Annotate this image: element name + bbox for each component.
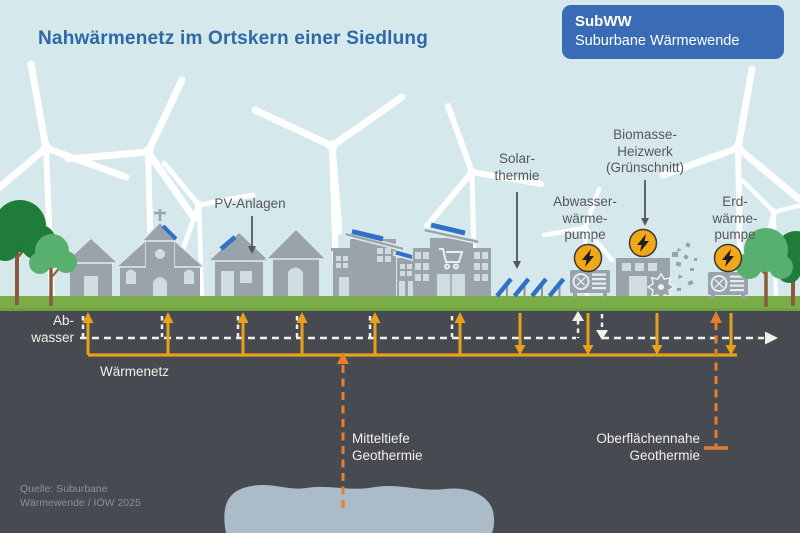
trees-right bbox=[736, 228, 800, 307]
gable-house bbox=[62, 236, 120, 300]
source-credit: Quelle: Suburbane Wärmewende / IÖW 2025 bbox=[20, 483, 141, 510]
arrow-up-icon bbox=[369, 312, 381, 323]
energy-badge-geothermal bbox=[713, 243, 743, 273]
logo-subtitle: Suburbane Wärmewende bbox=[575, 33, 740, 50]
shopping-cart-icon bbox=[439, 248, 464, 270]
label-arrows bbox=[248, 180, 649, 269]
arrow-down-icon bbox=[582, 345, 594, 355]
arrow-right-icon bbox=[765, 331, 778, 345]
gable-house bbox=[264, 227, 328, 300]
label-waermenetz: Wärmenetz bbox=[100, 364, 170, 379]
arrow-up-icon bbox=[296, 312, 308, 323]
logo-title: SubWW bbox=[575, 13, 632, 30]
wastewater-heat-pump-unit bbox=[570, 270, 610, 297]
arrow-down-icon bbox=[651, 345, 663, 355]
solar-thermal-collectors bbox=[495, 277, 566, 298]
arrow-down-icon bbox=[725, 345, 737, 355]
energy-badge-biomass bbox=[628, 228, 658, 258]
arrow-down-icon bbox=[513, 261, 521, 269]
wind-turbines bbox=[0, 60, 800, 303]
wastewater-arrowheads bbox=[572, 311, 778, 345]
energy-badges bbox=[573, 228, 743, 273]
page-title: Nahwärmenetz im Ortskern einer Siedlung bbox=[38, 28, 429, 49]
pv-panel bbox=[351, 229, 384, 242]
logo-badge: SubWW Suburbane Wärmewende bbox=[562, 5, 784, 59]
arrow-up-icon bbox=[337, 352, 349, 364]
arrow-up-icon bbox=[82, 312, 94, 323]
label-oberflaechennahe-geothermie: Oberflächennahe Geothermie bbox=[596, 431, 700, 463]
label-abwasser: Ab- wasser bbox=[31, 313, 74, 345]
heat-network-arrowheads bbox=[82, 312, 737, 355]
arrow-up-icon bbox=[572, 311, 584, 321]
arrow-down-icon bbox=[596, 330, 608, 340]
pv-panel bbox=[395, 250, 413, 259]
arrow-up-icon bbox=[237, 312, 249, 323]
green-waste-debris bbox=[672, 242, 697, 291]
arrow-down-icon bbox=[641, 218, 649, 226]
pv-panel bbox=[161, 224, 178, 241]
pv-panel bbox=[219, 235, 237, 251]
wastewater-network bbox=[80, 314, 764, 340]
aquifer bbox=[224, 485, 495, 533]
supermarket bbox=[413, 222, 491, 300]
energy-badge-wastewater bbox=[573, 243, 603, 273]
label-abwasserwaermepumpe: Abwasser- wärme- pumpe bbox=[553, 194, 617, 243]
arrow-down-icon bbox=[248, 246, 256, 254]
fan-icon bbox=[710, 275, 728, 292]
arrow-up-icon bbox=[454, 312, 466, 323]
pv-panel bbox=[430, 222, 466, 236]
fan-icon bbox=[572, 273, 590, 290]
buildings bbox=[62, 209, 697, 302]
grass-strip bbox=[0, 296, 800, 311]
grass-shadow-edge bbox=[0, 308, 800, 311]
ground-heat-pump-unit bbox=[708, 272, 748, 299]
arrow-down-icon bbox=[514, 345, 526, 355]
label-solarthermie: Solar- thermie bbox=[494, 151, 540, 183]
label-biomasse-heizwerk: Biomasse- Heizwerk (Grünschnitt) bbox=[605, 127, 685, 176]
wind-turbine bbox=[64, 76, 198, 303]
heat-network bbox=[86, 313, 737, 357]
label-erdwaermepumpe: Erd- wärme- pumpe bbox=[712, 194, 758, 243]
label-mitteltiefe-geothermie: Mitteltiefe Geothermie bbox=[352, 431, 423, 463]
arrow-up-icon bbox=[710, 311, 722, 323]
church bbox=[114, 209, 206, 300]
trees-left bbox=[0, 200, 77, 306]
modern-house bbox=[331, 229, 417, 300]
geothermal-lines bbox=[337, 311, 728, 510]
arrow-up-icon bbox=[162, 312, 174, 323]
label-pv-anlagen: PV-Anlagen bbox=[214, 196, 286, 211]
biomass-plant bbox=[616, 242, 697, 302]
